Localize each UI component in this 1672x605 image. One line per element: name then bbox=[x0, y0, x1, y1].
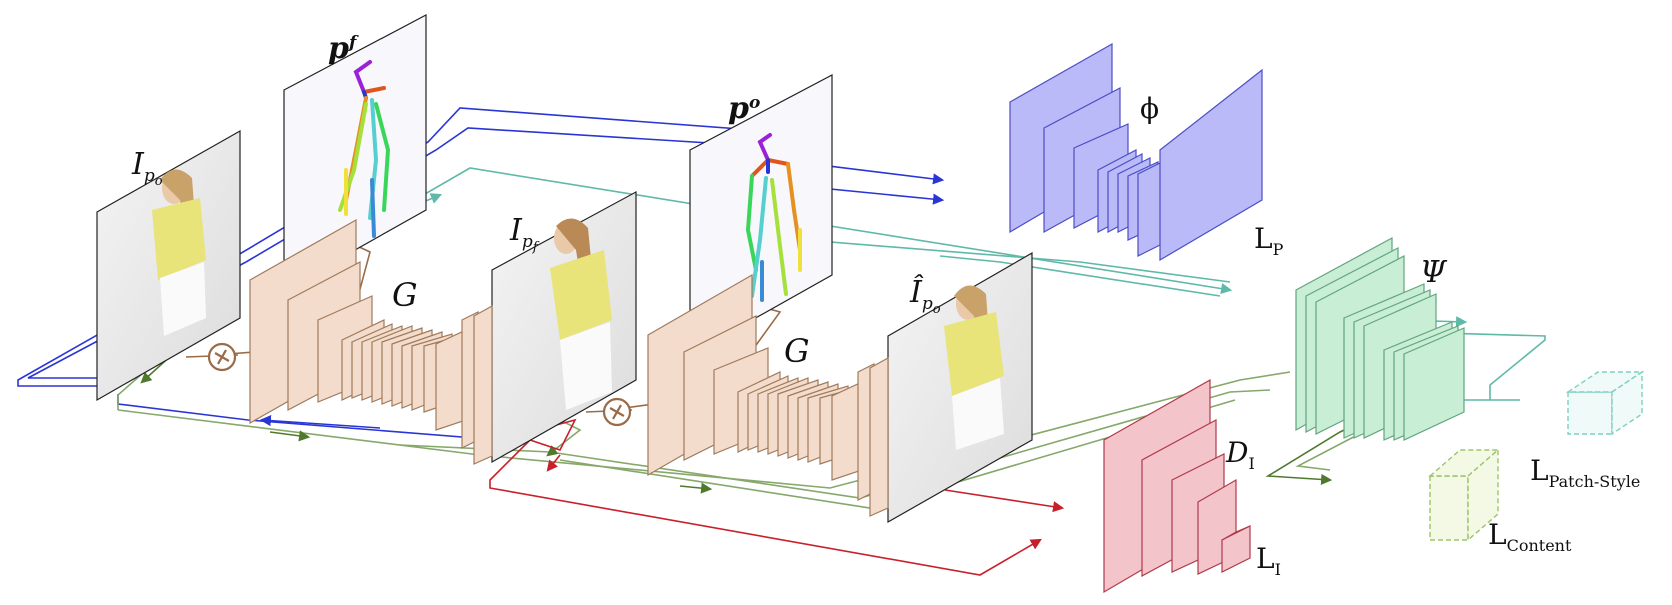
label-source-pose: po bbox=[728, 91, 760, 126]
label-discriminator: DI bbox=[1225, 436, 1255, 473]
generator-network-1 bbox=[249, 218, 493, 465]
red-line-small bbox=[546, 454, 561, 472]
generator-network-2 bbox=[647, 273, 889, 517]
label-generator-1: G bbox=[392, 276, 418, 314]
generated-image-panel bbox=[491, 190, 637, 464]
source-pose-panel bbox=[689, 74, 833, 357]
olive-arrow-mid bbox=[269, 430, 311, 442]
red-line-main bbox=[489, 439, 1042, 576]
label-loss-patch-style: LPatch-Style bbox=[1530, 454, 1640, 491]
teal-line-psi-out2 bbox=[1339, 329, 1546, 400]
red-line-right bbox=[944, 489, 1065, 513]
reconstructed-image-panel bbox=[887, 251, 1033, 524]
label-input-image: Ipo bbox=[131, 147, 163, 189]
label-reconstructed-image: Îpo bbox=[909, 274, 941, 317]
discriminator-network bbox=[1103, 378, 1251, 594]
label-target-pose: pf bbox=[328, 31, 359, 66]
label-phi: ϕ bbox=[1140, 92, 1159, 125]
teal-line-4 bbox=[939, 255, 1221, 297]
person-silhouette bbox=[152, 169, 206, 336]
label-loss-p: LP bbox=[1254, 222, 1284, 259]
blue-line-back bbox=[259, 415, 381, 429]
label-loss-i: LI bbox=[1256, 542, 1281, 579]
patch-style-loss-box bbox=[1565, 370, 1645, 436]
label-loss-content: LContent bbox=[1488, 518, 1572, 555]
concat-operator-2 bbox=[602, 397, 632, 427]
labels: Ipo pf Ipf po Îpo G G ϕ LP Ψ DI LI LPatc… bbox=[131, 31, 1640, 579]
concat-operator-1 bbox=[207, 342, 237, 372]
pose-skeleton-o bbox=[745, 133, 802, 302]
person-silhouette-3 bbox=[944, 285, 1004, 450]
label-generated-image: Ipf bbox=[509, 213, 540, 255]
olive-line-small bbox=[546, 419, 582, 457]
red-line-top bbox=[529, 418, 577, 451]
target-pose-panel bbox=[283, 14, 427, 292]
pose-skeleton-f bbox=[338, 60, 391, 238]
label-generator-2: G bbox=[784, 332, 810, 370]
content-loss-box bbox=[1428, 448, 1500, 542]
phi-network bbox=[1009, 42, 1263, 262]
input-image-panel bbox=[96, 129, 241, 402]
label-psi: Ψ bbox=[1420, 255, 1448, 290]
olive-arrow-mid2 bbox=[679, 482, 713, 494]
person-silhouette-2 bbox=[550, 218, 612, 410]
psi-network bbox=[1295, 236, 1465, 441]
olive-line-bottom bbox=[117, 371, 1291, 489]
